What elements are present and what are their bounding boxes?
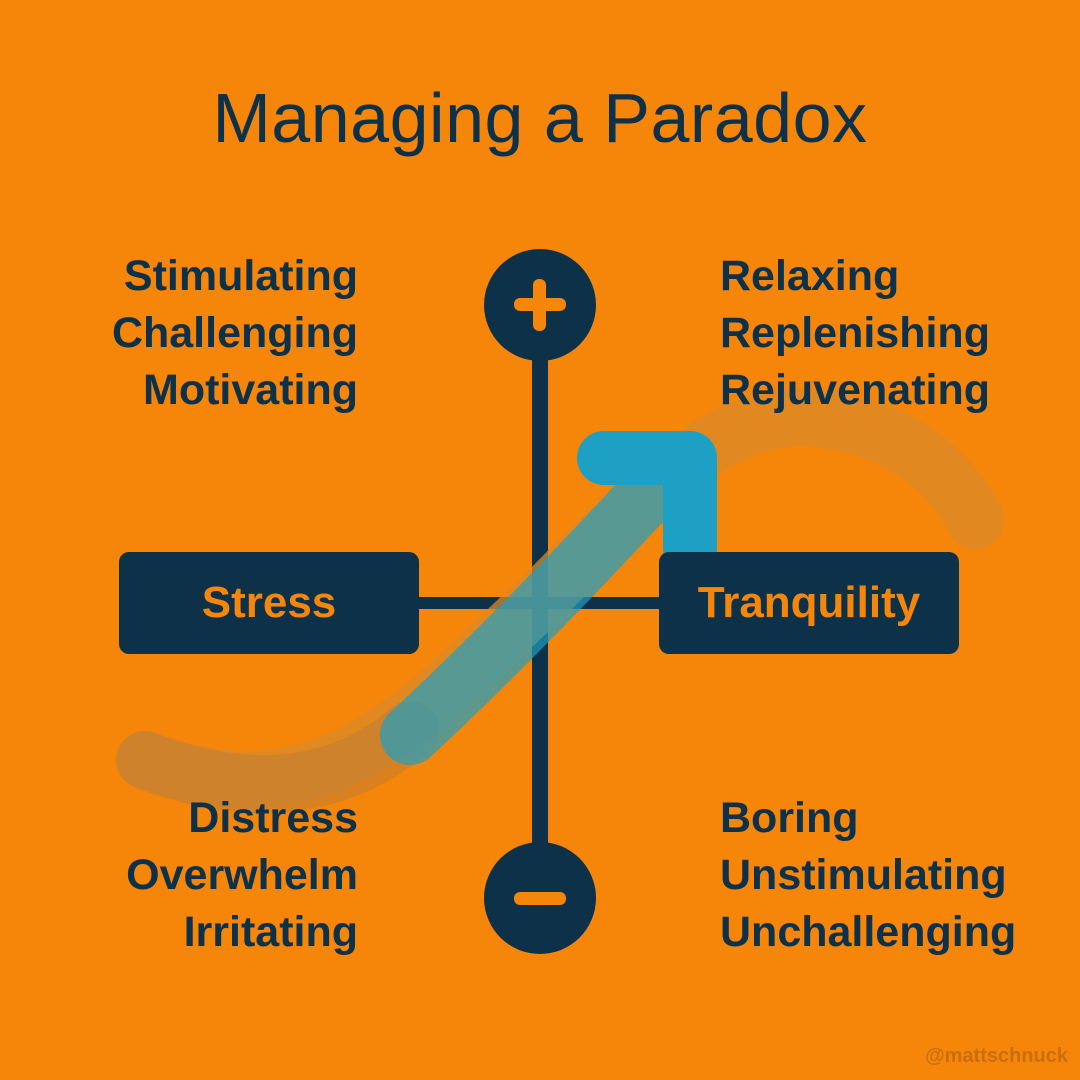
list-item: Relaxing — [720, 252, 900, 300]
arrow-head — [577, 431, 717, 575]
list-item: Challenging — [111, 309, 358, 357]
arrow-shaft — [380, 440, 700, 765]
plus-icon — [484, 249, 596, 361]
quadrant-top-left: Stimulating Challenging Motivating — [112, 248, 358, 419]
stress-label: Stress — [201, 578, 337, 627]
stress-pole: Stress — [119, 552, 419, 654]
list-item: Distress — [188, 794, 358, 842]
list-item: Irritating — [183, 908, 358, 956]
list-item: Overwhelm — [126, 851, 358, 899]
list-item: Stimulating — [123, 252, 358, 300]
list-item: Replenishing — [720, 309, 990, 357]
list-item: Motivating — [143, 366, 358, 414]
quadrant-top-right: Relaxing Replenishing Rejuvenating — [720, 248, 990, 419]
page-title: Managing a Paradox — [212, 79, 868, 157]
list-item: Boring — [720, 794, 859, 842]
quadrant-bottom-right: Boring Unstimulating Unchallenging — [720, 790, 1016, 961]
wave-trail-dark — [116, 701, 439, 813]
list-item: Rejuvenating — [720, 366, 990, 414]
tranquility-pole: Tranquility — [659, 552, 959, 654]
list-item: Unstimulating — [720, 851, 1007, 899]
tranquility-label: Tranquility — [697, 578, 921, 627]
list-item: Unchallenging — [720, 908, 1017, 956]
quadrant-bottom-left: Distress Overwhelm Irritating — [126, 790, 358, 961]
author-credit: @mattschnuck — [925, 1045, 1068, 1067]
minus-icon — [484, 842, 596, 954]
